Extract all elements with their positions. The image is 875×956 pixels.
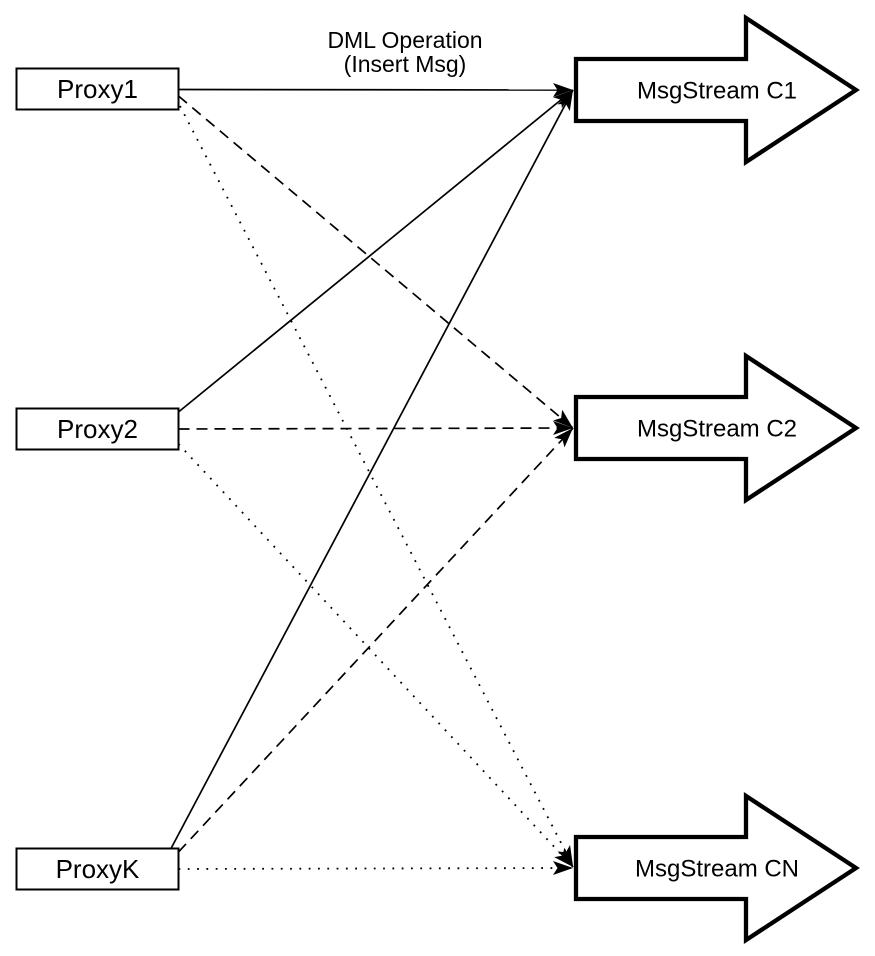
connector-proxy2-to-msgstream-c1 [177,89,574,413]
msgstream-c1-arrow-shape [573,14,860,166]
connector-proxy1-to-msgstream-c2 [177,95,574,429]
connector-proxy2-to-msgstream-cn [177,443,574,868]
annotation-line1: DML Operation [327,27,482,53]
connector-proxyk-to-msgstream-c2 [177,427,574,853]
connector-proxyk-to-msgstream-cn [178,861,574,876]
proxy2-label: Proxy2 [57,414,138,444]
proxy2-box [15,407,180,451]
proxy-node-proxyk: ProxyK [15,847,180,891]
proxy-node-proxy1: Proxy1 [15,67,180,111]
msgstream-c2-label: MsgStream C2 [637,416,797,443]
proxyk-label: ProxyK [56,854,140,884]
proxy-node-proxy2: Proxy2 [15,407,180,451]
connector-group [170,82,574,876]
msgstream-c2-arrow-shape [573,352,860,504]
msgstream-cn-arrow-shape [573,792,860,944]
stream-node-msgstream-c1: MsgStream C1 [573,14,860,166]
proxy1-label: Proxy1 [57,74,138,104]
connector-proxyk-to-msgstream-c1 [170,89,574,849]
connector-proxy1-to-msgstream-cn [179,105,574,867]
stream-node-msgstream-cn: MsgStream CN [573,792,860,944]
proxyk-box [15,847,180,891]
connector-proxy2-to-msgstream-c2 [178,421,574,436]
msgstream-cn-label: MsgStream CN [635,856,799,883]
annotation: DML Operation (Insert Msg) [327,27,482,77]
connector-proxy1-to-msgstream-c1 [178,82,574,97]
stream-node-msgstream-c2: MsgStream C2 [573,352,860,504]
annotation-line2: (Insert Msg) [344,51,467,77]
proxy1-box [15,67,180,111]
msgstream-c1-label: MsgStream C1 [637,78,797,105]
